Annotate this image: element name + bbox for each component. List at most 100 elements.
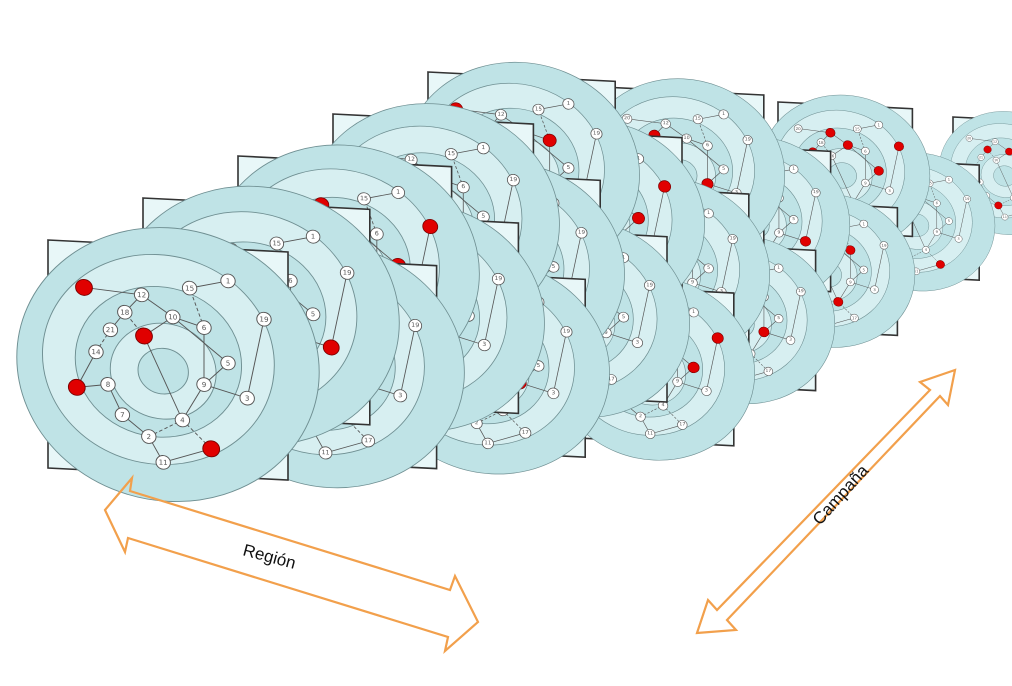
node-label: 7 [120, 410, 125, 419]
node-label: 16 [829, 153, 835, 158]
network-node: 9 [774, 228, 784, 238]
node-label: 1 [863, 221, 866, 226]
node-label: 12 [663, 120, 669, 126]
node-label: 18 [120, 308, 129, 317]
network-node: 12 [495, 109, 507, 121]
network-edge [958, 198, 968, 239]
network-node: 6 [702, 140, 713, 151]
network-node: 19 [256, 311, 272, 327]
node-label: 19 [881, 243, 887, 248]
node-label: 9 [202, 380, 207, 389]
region-ring [993, 165, 1012, 187]
network-node: 17 [763, 366, 774, 376]
node-label: 15 [447, 151, 455, 157]
network-node: 1 [788, 164, 799, 174]
highlighted-node [825, 127, 836, 138]
network-node: 11 [481, 437, 494, 450]
node-label: 3 [705, 387, 708, 393]
node-label: 19 [798, 288, 804, 294]
node-label: 1 [481, 145, 485, 151]
node-label: 6 [706, 142, 709, 148]
node-label: 3 [398, 392, 402, 399]
network-node: 17 [361, 434, 376, 448]
network-node: 15 [852, 124, 862, 134]
region-ring [137, 347, 189, 395]
network-node: 3 [701, 386, 712, 396]
network-node: 1 [773, 263, 784, 273]
node-label: 4 [180, 416, 185, 425]
network-node: 21 [102, 322, 119, 338]
node-label: 5 [537, 363, 541, 369]
network-node: 7 [114, 407, 131, 423]
node-label: 15 [535, 106, 542, 112]
highlighted-node [687, 361, 700, 374]
network-node: 5 [788, 215, 799, 225]
node-label: 1 [878, 122, 881, 127]
highlighted-node [542, 133, 557, 147]
highlighted-node [711, 332, 724, 344]
network-node: 19 [963, 195, 971, 203]
network-node: 15 [269, 236, 285, 251]
network-node: 1 [945, 175, 953, 184]
node-label: 1 [567, 101, 571, 107]
network-edge [246, 319, 265, 399]
node-label: 3 [873, 287, 876, 292]
node-label: 4 [662, 402, 665, 408]
node-label: 1 [707, 210, 710, 216]
node-label: 5 [226, 359, 231, 368]
network-edge [325, 440, 369, 454]
node-label: 19 [578, 230, 586, 236]
node-label: 6 [864, 149, 867, 154]
network-node: 1 [718, 109, 729, 120]
network-edge [487, 432, 526, 444]
network-node: 10 [165, 309, 181, 325]
network-node: 1 [305, 229, 321, 244]
network-edge [847, 144, 879, 172]
network-edge [330, 272, 348, 348]
region-double-arrow [103, 474, 480, 655]
region-label: Región [241, 541, 298, 573]
highlighted-node [202, 440, 221, 458]
node-label: 11 [914, 269, 919, 273]
node-label: 19 [495, 276, 503, 282]
node-label: 16 [994, 158, 998, 162]
network-edge [706, 337, 719, 392]
node-label: 18 [818, 140, 824, 145]
highlighted-node [758, 326, 770, 338]
node-label: 11 [647, 430, 653, 436]
node-label: 1 [722, 111, 725, 117]
node-label: 5 [311, 310, 315, 318]
network-node: 21 [977, 154, 985, 161]
network-edge [652, 186, 665, 244]
network-node: 17 [850, 313, 859, 323]
network-edge [974, 157, 982, 168]
network-edge [831, 155, 854, 203]
highlighted-node [322, 339, 340, 356]
highlighted-node [935, 260, 945, 269]
node-label: 17 [364, 437, 372, 444]
node-label: 2 [147, 432, 152, 441]
network-node: 3 [477, 338, 491, 352]
node-label: 5 [948, 219, 950, 223]
network-node: 9 [196, 377, 212, 392]
network-node: 10 [681, 133, 692, 144]
node-label: 20 [967, 136, 971, 140]
node-label: 15 [855, 126, 861, 131]
node-label: 20 [796, 126, 802, 131]
network-node: 9 [672, 376, 683, 387]
network-node: 9 [846, 277, 855, 287]
node-label: 5 [777, 315, 780, 321]
node-label: 8 [106, 380, 111, 389]
network-node: 3 [785, 335, 796, 345]
network-node: 16 [992, 156, 1000, 164]
node-label: 2 [639, 413, 642, 419]
node-label: 17 [766, 368, 772, 374]
network-panels: 2012211416613874951711191511218211410687… [16, 61, 1012, 503]
node-label: 19 [813, 189, 819, 195]
network-node: 19 [742, 135, 753, 145]
network-node: 5 [703, 263, 714, 274]
network-node: 15 [181, 280, 198, 296]
node-label: 21 [979, 155, 983, 159]
node-label: 12 [407, 157, 415, 163]
